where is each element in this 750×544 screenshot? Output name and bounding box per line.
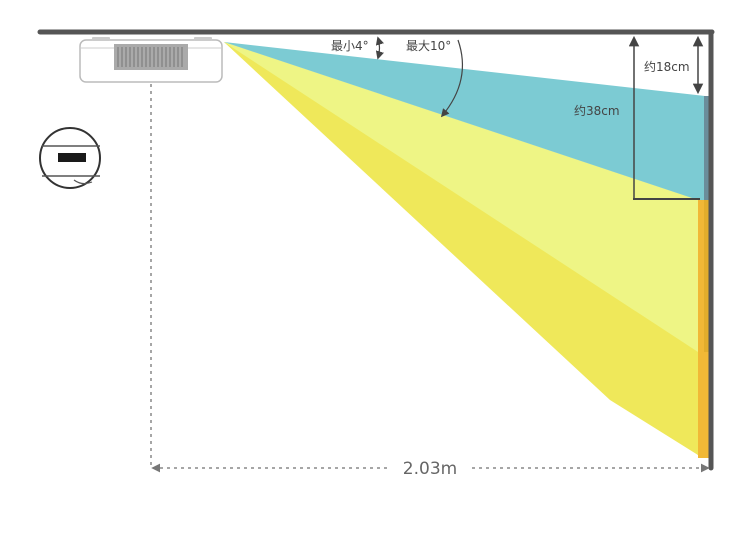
distance-label: 2.03m: [403, 459, 457, 479]
sensor-detail-icon: [39, 127, 101, 189]
wall-edge-orange: [698, 200, 709, 458]
yellow-beam-light: [224, 42, 698, 352]
min-angle-label: 最小4°: [331, 39, 369, 53]
min-angle-arrow: [375, 36, 384, 60]
blue-beam: [224, 42, 705, 200]
height-18-label: 约18cm: [644, 59, 690, 74]
yellow-beam-mid: [224, 42, 698, 455]
max-angle-arrow: [440, 39, 464, 118]
projector-device-icon: [79, 37, 223, 83]
height-38-label: 约38cm: [574, 103, 620, 118]
max-angle-label: 最大10°: [406, 39, 451, 53]
